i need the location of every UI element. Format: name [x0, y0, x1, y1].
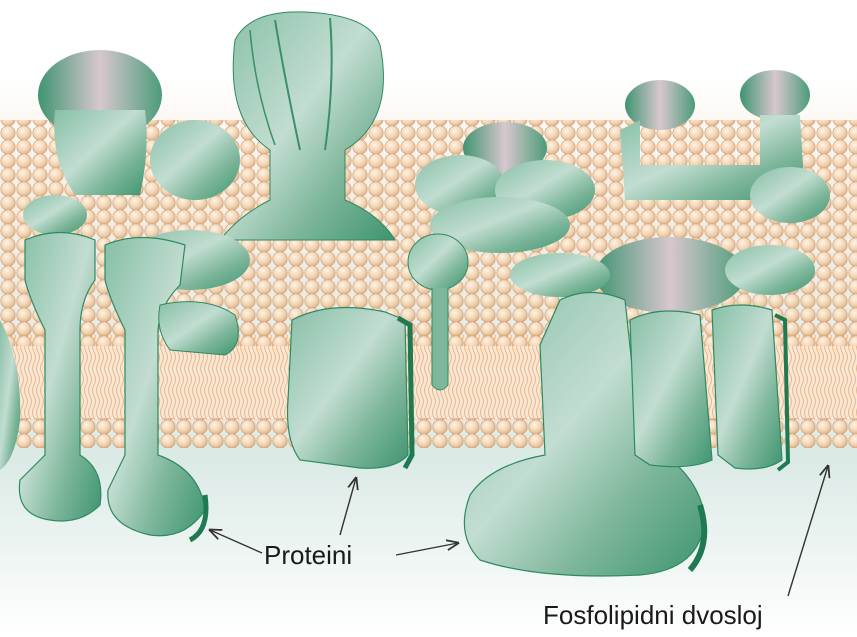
protein-embedded-cube [288, 308, 413, 469]
bilayer-label: Fosfolipidni dvosloj [543, 600, 763, 630]
proteins-label: Proteini [264, 540, 352, 570]
protein-embedded-small [159, 302, 239, 355]
